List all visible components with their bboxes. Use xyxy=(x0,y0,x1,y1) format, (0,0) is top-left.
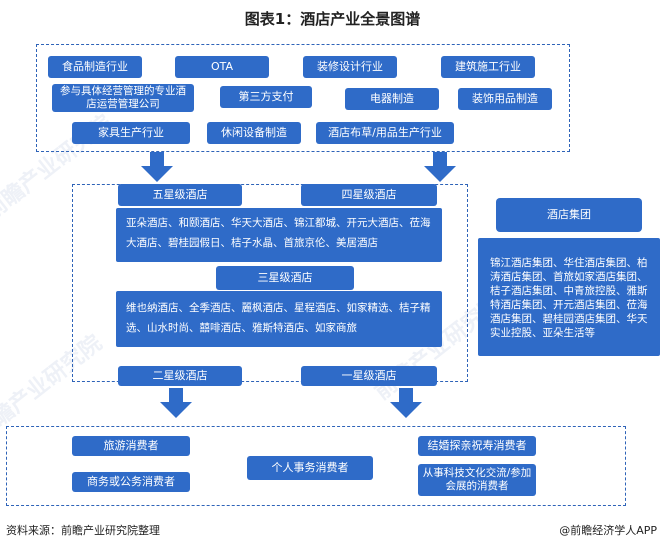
personal-consumers: 个人事务消费者 xyxy=(247,456,373,480)
upstream-furniture: 家具生产行业 xyxy=(72,122,190,144)
wedding-family-consumers: 结婚探亲祝寿消费者 xyxy=(418,436,536,456)
downstream-panel xyxy=(6,426,626,506)
upstream-leisure-equipment: 休闲设备制造 xyxy=(207,122,301,144)
five-star-hotel: 五星级酒店 xyxy=(118,184,242,206)
source-note: 资料来源：前瞻产业研究院整理 xyxy=(6,524,160,537)
chart-title: 图表1：酒店产业全景图谱 xyxy=(244,10,421,28)
business-consumers: 商务或公务消费者 xyxy=(72,472,190,492)
upstream-ota: OTA xyxy=(175,56,269,78)
tech-culture-consumers: 从事科技文化交流/参加会展的消费者 xyxy=(418,464,536,496)
upstream-decoration-design: 装修设计行业 xyxy=(303,56,397,78)
upstream-appliance: 电器制造 xyxy=(345,88,439,110)
upstream-decor-supplies: 装饰用品制造 xyxy=(458,88,552,110)
one-star-hotel: 一星级酒店 xyxy=(301,366,437,386)
hotel-group-list: 锦江酒店集团、华住酒店集团、柏涛酒店集团、首旅如家酒店集团、桔子酒店集团、中青旅… xyxy=(478,238,660,356)
four-star-hotel: 四星级酒店 xyxy=(301,184,437,206)
down-arrow-icon xyxy=(424,152,456,182)
brand-credit: @前瞻经济学人APP xyxy=(559,524,657,537)
midstream-panel xyxy=(72,184,468,382)
upstream-linen: 酒店布草/用品生产行业 xyxy=(316,122,454,144)
upstream-food: 食品制造行业 xyxy=(48,56,142,78)
upstream-panel xyxy=(36,44,570,152)
down-arrow-icon xyxy=(390,388,422,418)
upstream-construction: 建筑施工行业 xyxy=(441,56,535,78)
hotel-group-label: 酒店集团 xyxy=(496,198,642,232)
three-star-hotel: 三星级酒店 xyxy=(216,266,354,290)
two-star-hotel: 二星级酒店 xyxy=(118,366,242,386)
upscale-hotel-brands: 亚朵酒店、和颐酒店、华天大酒店、锦江都城、开元大酒店、莅海大酒店、碧桂园假日、桔… xyxy=(116,208,442,262)
upstream-operation-management: 参与具体经营管理的专业酒店运营管理公司 xyxy=(52,84,194,112)
down-arrow-icon xyxy=(160,388,192,418)
midscale-hotel-brands: 维也纳酒店、全季酒店、麗枫酒店、星程酒店、如家精选、桔子精选、山水时尚、囍啡酒店… xyxy=(116,291,442,347)
down-arrow-icon xyxy=(141,152,173,182)
upstream-third-party-payment: 第三方支付 xyxy=(220,86,312,108)
tourism-consumers: 旅游消费者 xyxy=(72,436,190,456)
